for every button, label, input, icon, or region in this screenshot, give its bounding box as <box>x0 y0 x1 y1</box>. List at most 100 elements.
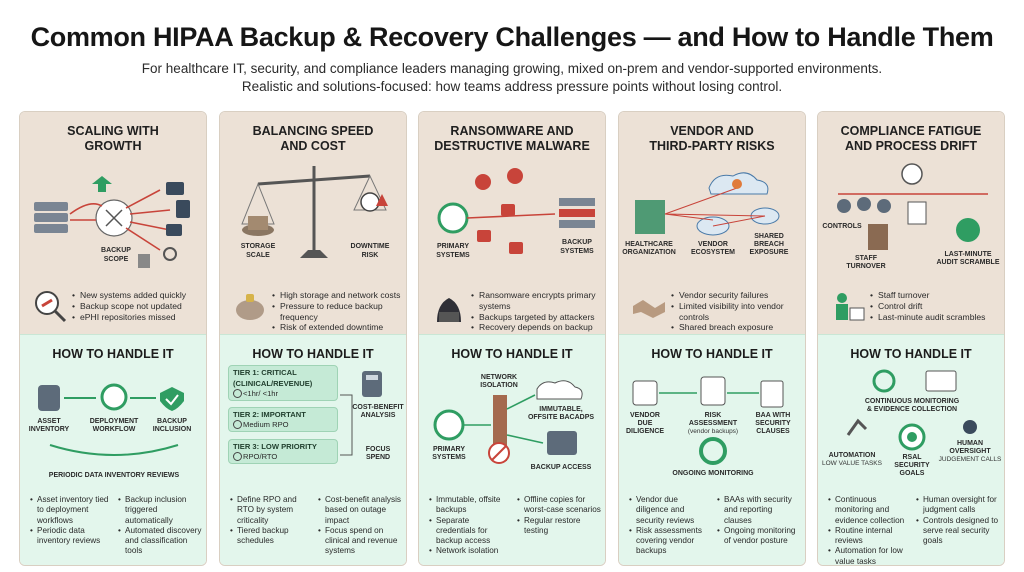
ransomware-illustration: PRIMARY SYSTEMS BACKUP SYSTEMS <box>436 168 595 259</box>
svg-text:STAFF: STAFF <box>855 255 878 262</box>
svg-text:ANALYSIS: ANALYSIS <box>361 412 396 419</box>
svg-text:SYSTEMS: SYSTEMS <box>436 252 470 259</box>
header: Common HIPAA Backup & Recovery Challenge… <box>0 0 1024 108</box>
page-subtitle-2: Realistic and solutions-focused: how tea… <box>241 79 783 94</box>
solution-list-left: Continuous monitoring and evidence colle… <box>828 495 910 565</box>
svg-text:PRIMARY: PRIMARY <box>433 446 465 453</box>
handle-title: HOW TO HANDLE IT <box>451 347 573 361</box>
vendor-illustration: HEALTHCARE ORGANIZATION VENDOR ECOSYSTEM… <box>622 172 789 256</box>
svg-text:RISK: RISK <box>362 252 379 259</box>
svg-text:CONTROLS: CONTROLS <box>822 223 862 230</box>
svg-text:SYSTEMS: SYSTEMS <box>432 454 466 461</box>
vendor-flow: VENDOR DUE DILIGENCE RISK ASSESSMENT (ve… <box>626 376 791 477</box>
solution-list-right: Offline copies for worst-case scenarios … <box>517 495 601 536</box>
svg-text:LOW VALUE TASKS: LOW VALUE TASKS <box>822 460 883 467</box>
svg-text:OVERSIGHT: OVERSIGHT <box>949 448 991 455</box>
svg-text:INCLUSION: INCLUSION <box>153 426 192 433</box>
solution-list-right: BAAs with security and reporting clauses… <box>717 495 801 546</box>
svg-text:GOALS: GOALS <box>900 470 925 477</box>
compliance-illustration: CONTROLS STAFF TURNOVER LAST-MINUTE AUDI… <box>822 163 1000 270</box>
handle-title: HOW TO HANDLE IT <box>651 347 773 361</box>
svg-text:CLAUSES: CLAUSES <box>756 428 790 435</box>
cost-benefit-graphic: COST-BENEFIT ANALYSIS FOCUS SPEND <box>340 371 404 461</box>
svg-text:ASSET: ASSET <box>37 418 61 425</box>
solution-panel: HOW TO HANDLE IT CONTINUOUS MONITORING &… <box>818 334 1004 565</box>
svg-text:DILIGENCE: DILIGENCE <box>626 428 664 435</box>
svg-text:DEPLOYMENT: DEPLOYMENT <box>90 418 139 425</box>
svg-text:NETWORK: NETWORK <box>481 374 517 381</box>
challenge-bullets: New systems added quickly Backup scope n… <box>72 290 206 322</box>
challenge-bullets: Staff turnover Control drift Last-minute… <box>870 290 1004 322</box>
svg-text:SCOPE: SCOPE <box>104 256 129 263</box>
solution-list-left: Asset inventory tied to deployment workf… <box>30 495 112 546</box>
svg-text:AUDIT SCRAMBLE: AUDIT SCRAMBLE <box>937 259 1000 266</box>
page-title: Common HIPAA Backup & Recovery Challenge… <box>30 22 994 52</box>
svg-text:BACKUP: BACKUP <box>101 247 131 254</box>
svg-text:SPEND: SPEND <box>366 454 390 461</box>
handshake-icon <box>633 300 665 318</box>
solution-panel: HOW TO HANDLE IT NETWORK ISOLATION PRIMA… <box>419 334 605 565</box>
svg-text:ISOLATION: ISOLATION <box>480 382 518 389</box>
hacker-icon <box>437 298 461 322</box>
solution-list-right: Backup inclusion triggered automatically… <box>118 495 202 557</box>
svg-text:ECOSYSTEM: ECOSYSTEM <box>691 249 735 256</box>
svg-text:CONTINUOUS MONITORING: CONTINUOUS MONITORING <box>865 398 960 405</box>
svg-text:INVENTORY: INVENTORY <box>29 426 70 433</box>
svg-text:ORGANIZATION: ORGANIZATION <box>622 249 676 256</box>
svg-text:AUTOMATION: AUTOMATION <box>829 452 876 459</box>
svg-text:PERIODIC DATA INVENTORY REVIEW: PERIODIC DATA INVENTORY REVIEWS <box>49 472 180 479</box>
solution-panel: HOW TO HANDLE IT VENDOR DUE DILIGENCE RI… <box>619 334 805 565</box>
solution-list-left: Define RPO and RTO by system criticality… <box>230 495 312 546</box>
piggy-bank-icon <box>236 294 264 320</box>
svg-text:COST-BENEFIT: COST-BENEFIT <box>352 404 404 411</box>
solution-list-left: Immutable, offsite backups Separate cred… <box>429 495 511 557</box>
svg-text:BACKUP ACCESS: BACKUP ACCESS <box>531 464 592 471</box>
tier-2: TIER 2: IMPORTANT Medium RPO <box>228 407 338 432</box>
person-papers-icon <box>836 293 865 321</box>
svg-text:EXPOSURE: EXPOSURE <box>750 249 789 256</box>
isolation-flow: NETWORK ISOLATION PRIMARY SYSTEMS IMMUTA… <box>432 374 594 471</box>
svg-text:ASSESSMENT: ASSESSMENT <box>689 420 738 427</box>
svg-text:SECURITY: SECURITY <box>894 462 930 469</box>
solution-list-left: Vendor due diligence and security review… <box>629 495 711 557</box>
svg-text:VENDOR: VENDOR <box>630 412 660 419</box>
magnifier-link-icon <box>35 291 67 323</box>
svg-text:BAA WITH: BAA WITH <box>756 412 791 419</box>
svg-text:HEALTHCARE: HEALTHCARE <box>625 241 673 248</box>
challenge-bullets: High storage and network costs Pressure … <box>272 290 406 333</box>
svg-text:DOWNTIME: DOWNTIME <box>351 243 390 250</box>
svg-text:FOCUS: FOCUS <box>366 446 391 453</box>
svg-text:RISK: RISK <box>705 412 722 419</box>
svg-text:TURNOVER: TURNOVER <box>846 263 885 270</box>
svg-text:HUMAN: HUMAN <box>957 440 983 447</box>
svg-text:BREACH: BREACH <box>754 241 784 248</box>
svg-text:STORAGE: STORAGE <box>241 243 276 250</box>
svg-text:DUE: DUE <box>638 420 653 427</box>
svg-text:SECURITY: SECURITY <box>755 420 791 427</box>
svg-text:OFFSITE BACADPS: OFFSITE BACADPS <box>528 414 594 421</box>
svg-text:BACKUP: BACKUP <box>157 418 187 425</box>
handle-title: HOW TO HANDLE IT <box>252 347 374 361</box>
tier-3: TIER 3: LOW PRIORITY RPO/RTO <box>228 439 338 464</box>
svg-text:(vendor backups): (vendor backups) <box>688 428 738 435</box>
challenge-bullets: Vendor security failures Limited visibil… <box>671 290 805 333</box>
svg-text:WORKFLOW: WORKFLOW <box>93 426 136 433</box>
solution-panel: HOW TO HANDLE IT TIER 1: CRITICAL (Clini… <box>220 334 406 565</box>
solution-panel: HOW TO HANDLE IT ASSET INVENTORY DEPLOYM… <box>20 334 206 565</box>
page-subtitle: For healthcare IT, security, and complia… <box>141 61 883 76</box>
inventory-flow: ASSET INVENTORY DEPLOYMENT WORKFLOW BACK… <box>29 383 192 479</box>
handle-title: HOW TO HANDLE IT <box>850 347 972 361</box>
scale-illustration: STORAGE SCALE DOWNTIME RISK <box>241 166 390 259</box>
svg-text:RSAL: RSAL <box>902 454 922 461</box>
